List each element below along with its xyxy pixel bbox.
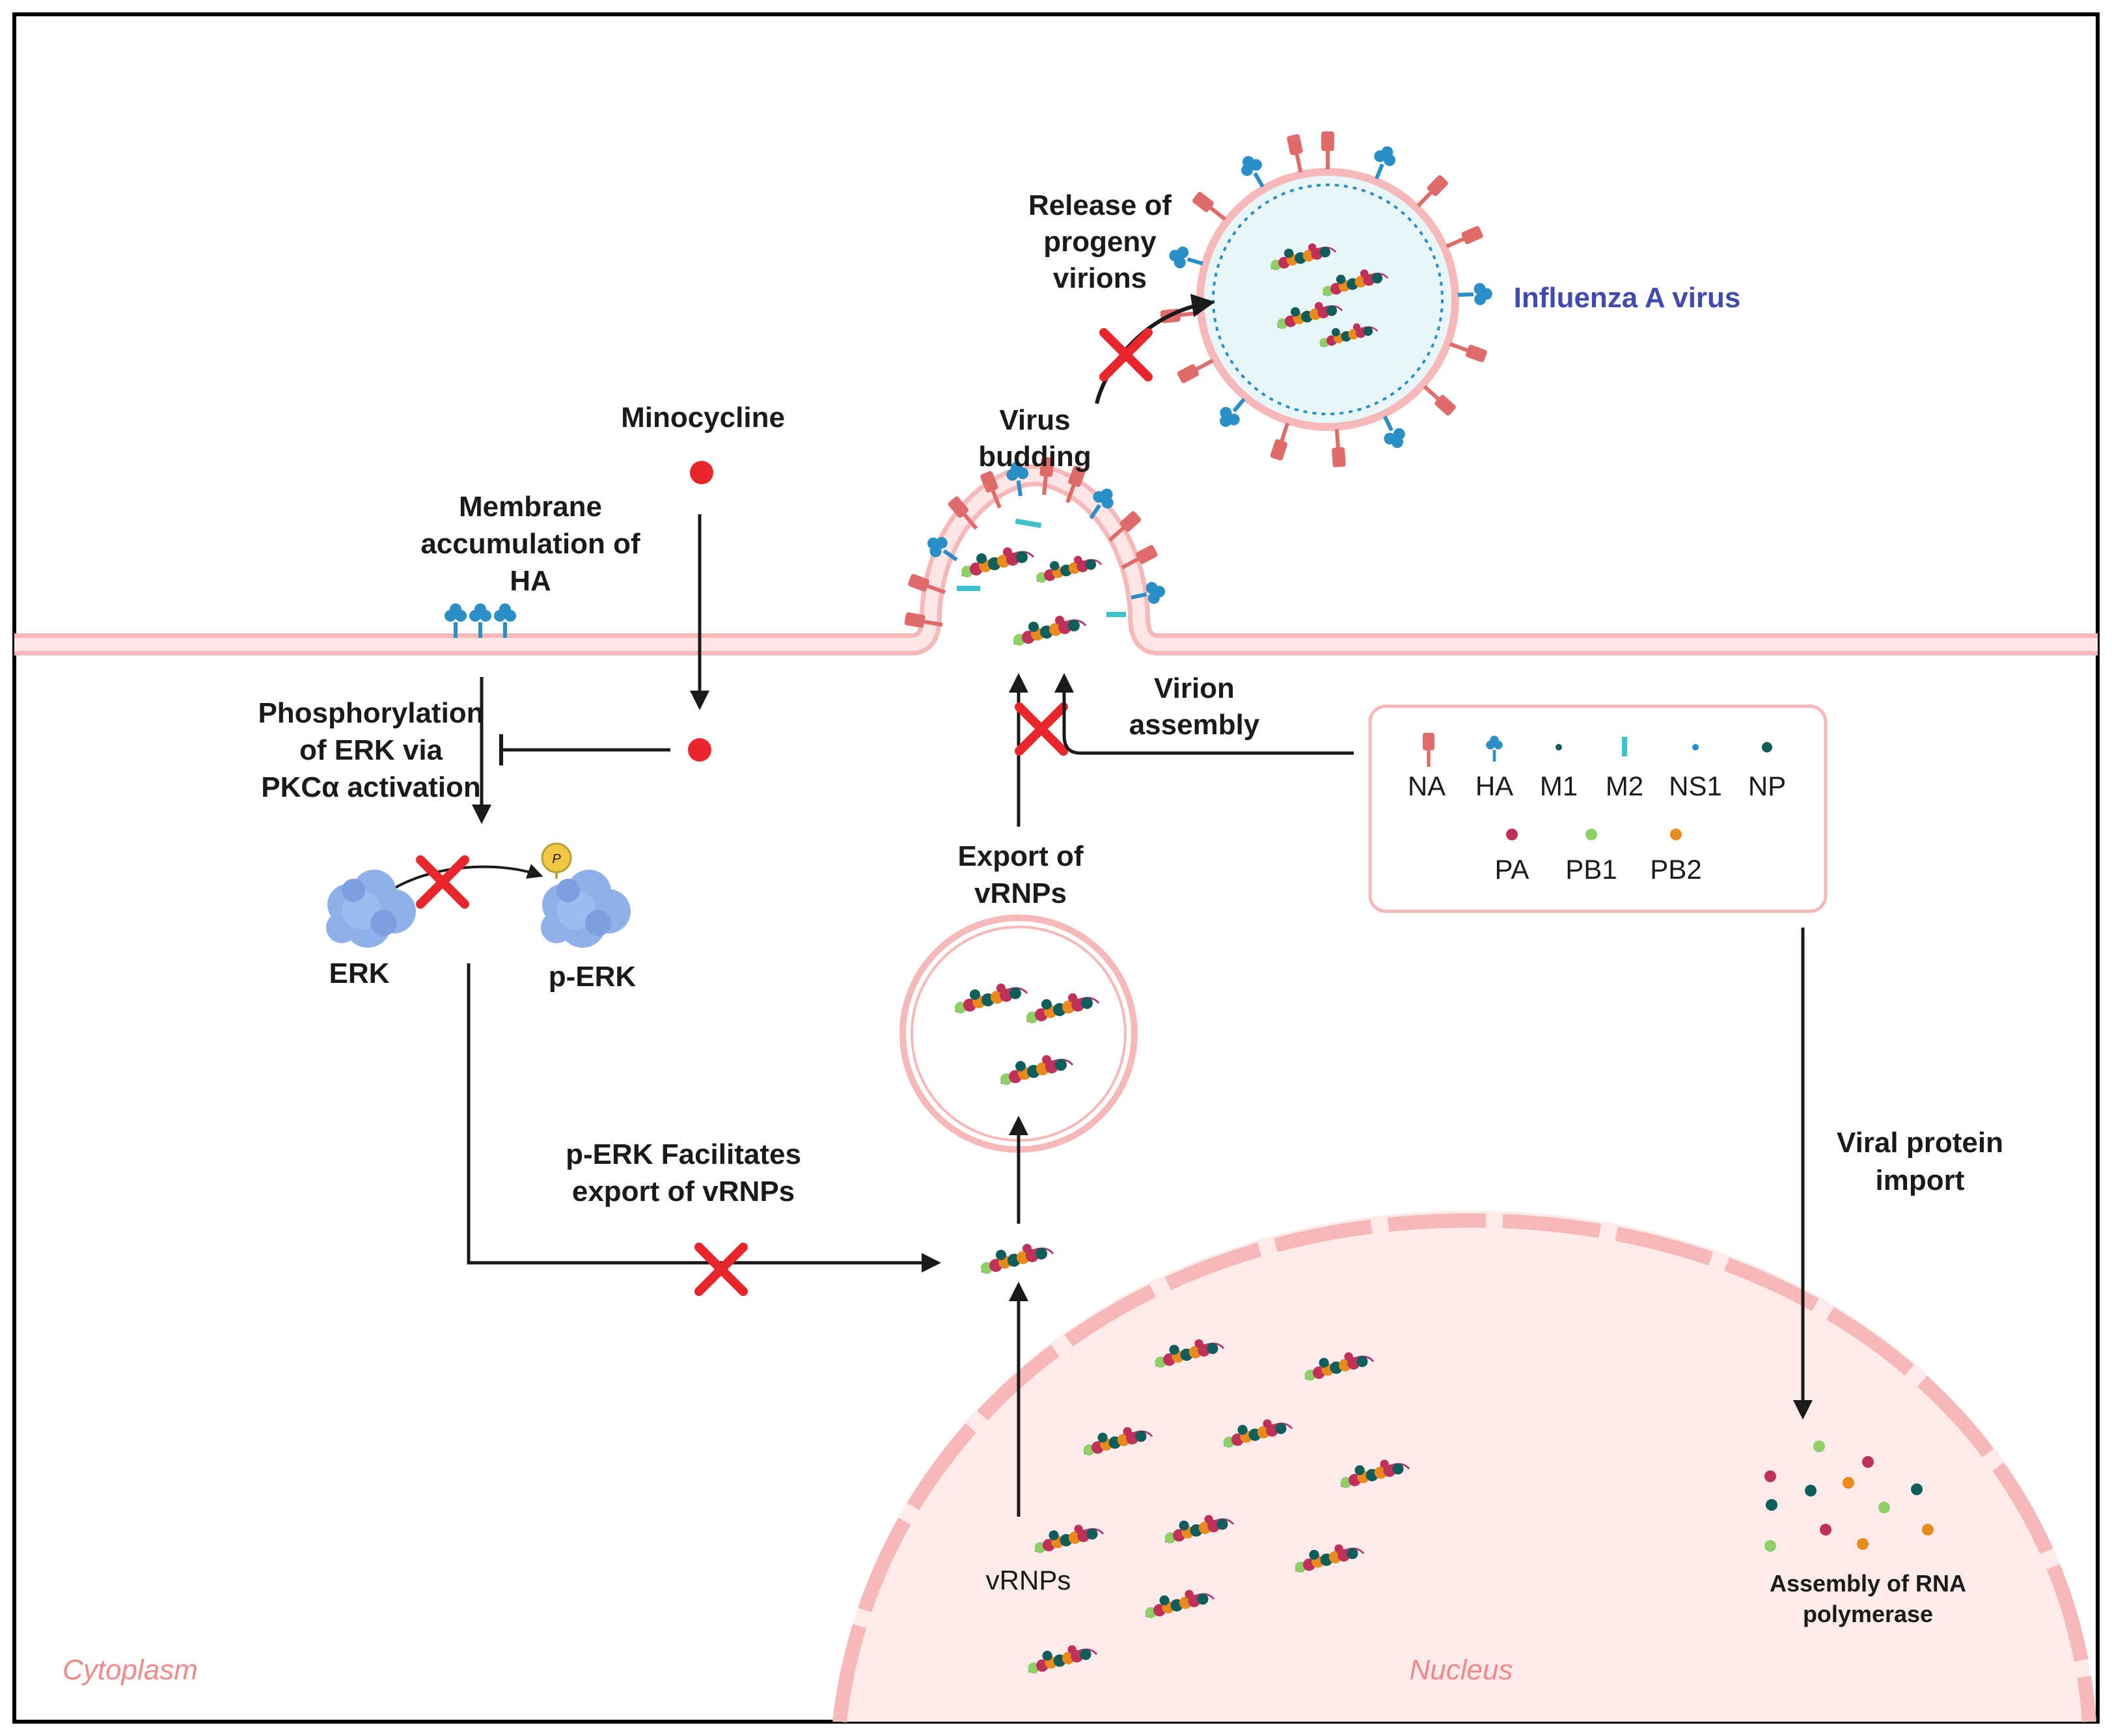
plasma-membrane <box>14 463 2098 655</box>
minocycline-drug-top <box>690 461 713 484</box>
membrane-acc-line2: accumulation of <box>420 528 640 560</box>
legend-label-na: NA <box>1408 771 1446 801</box>
perk-facilitates-arrow <box>467 963 941 1273</box>
phospho-label-line3: PKCα activation <box>261 771 481 803</box>
minocycline-label: Minocycline <box>621 402 785 434</box>
virus-name-label: Influenza A virus <box>1514 282 1741 314</box>
legend-label-ns1: NS1 <box>1669 771 1722 801</box>
viral-import-line1: Viral protein <box>1837 1127 2003 1159</box>
release-label-line1: Release of <box>1028 189 1172 221</box>
legend-box: NA HA M1 M2 NS1 NP PA PB1 PB2 <box>1368 704 1828 913</box>
erk-label: ERK <box>329 958 390 989</box>
legend-label-pb1: PB1 <box>1565 854 1617 885</box>
polymerase-subunits <box>1764 1440 1934 1552</box>
export-label-line1: Export of <box>957 840 1083 872</box>
export-vesicle <box>899 915 1138 1153</box>
phospho-group <box>541 842 572 874</box>
legend-m2-icon <box>1622 737 1627 756</box>
nucleus-label: Nucleus <box>1410 1654 1513 1686</box>
export-label-line2: vRNPs <box>974 877 1067 909</box>
phospho-label-line2: of ERK via <box>299 734 443 766</box>
legend-label-m1: M1 <box>1540 771 1578 801</box>
legend-label-pb2: PB2 <box>1650 854 1701 885</box>
legend-label-pa: PA <box>1495 854 1529 885</box>
legend-pa-icon <box>1506 829 1518 840</box>
minocycline-drug-bottom <box>688 738 711 762</box>
perk-facilitates-line2: export of vRNPs <box>572 1176 795 1207</box>
legend-m1-icon <box>1556 744 1562 751</box>
legend-ns1-icon <box>1692 744 1699 751</box>
release-label-line2: progeny <box>1043 226 1157 258</box>
cytoplasm-label: Cytoplasm <box>62 1654 198 1686</box>
phospho-label-line1: Phosphorylation <box>258 697 484 729</box>
rna-pol-line1: Assembly of RNA <box>1770 1570 1966 1597</box>
legend-pb1-icon <box>1585 829 1597 840</box>
legend-label-m2: M2 <box>1606 771 1643 801</box>
rna-pol-line2: polymerase <box>1803 1601 1933 1627</box>
perk-facilitates-line1: p-ERK Facilitates <box>566 1138 801 1170</box>
legend-label-np: NP <box>1748 771 1786 801</box>
virion-assembly-line2: assembly <box>1129 709 1260 741</box>
budding-spikes <box>904 456 1168 631</box>
virion-assembly-arrow <box>1054 673 1354 755</box>
phospho-p-label: P <box>552 852 561 866</box>
legend-np-icon <box>1762 742 1772 752</box>
viral-import-line2: import <box>1876 1164 1965 1196</box>
virion-assembly-line1: Virion <box>1154 672 1235 704</box>
budding-label-line1: Virus <box>999 404 1070 436</box>
vrnps-label: vRNPs <box>986 1565 1071 1595</box>
membrane-acc-line1: Membrane <box>459 491 602 523</box>
budding-label-line2: budding <box>978 441 1091 473</box>
legend-label-ha: HA <box>1475 771 1513 801</box>
nucleus <box>832 1211 2096 1723</box>
legend-pb2-icon <box>1670 829 1682 840</box>
release-label-line3: virions <box>1053 262 1147 294</box>
perk-label: p-ERK <box>549 961 637 993</box>
membrane-acc-line3: HA <box>510 565 551 597</box>
